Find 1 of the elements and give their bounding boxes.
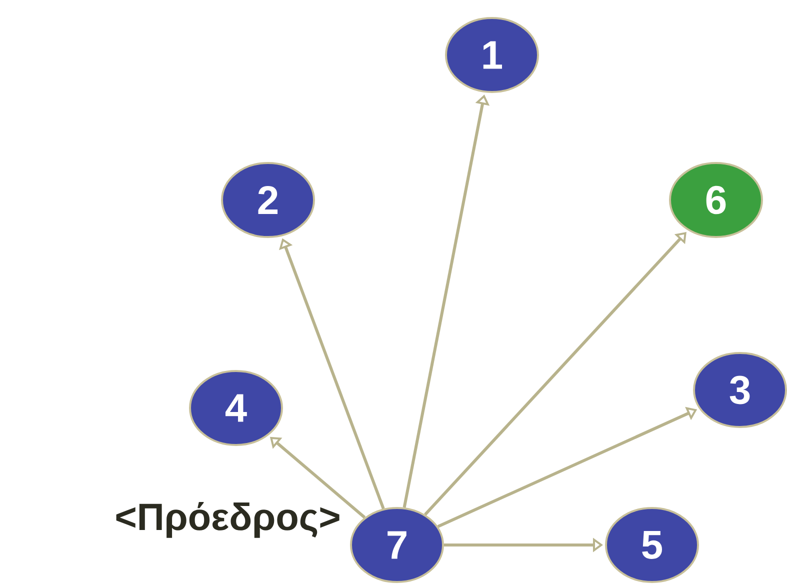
role-label: <Πρόεδρος>	[116, 502, 340, 538]
